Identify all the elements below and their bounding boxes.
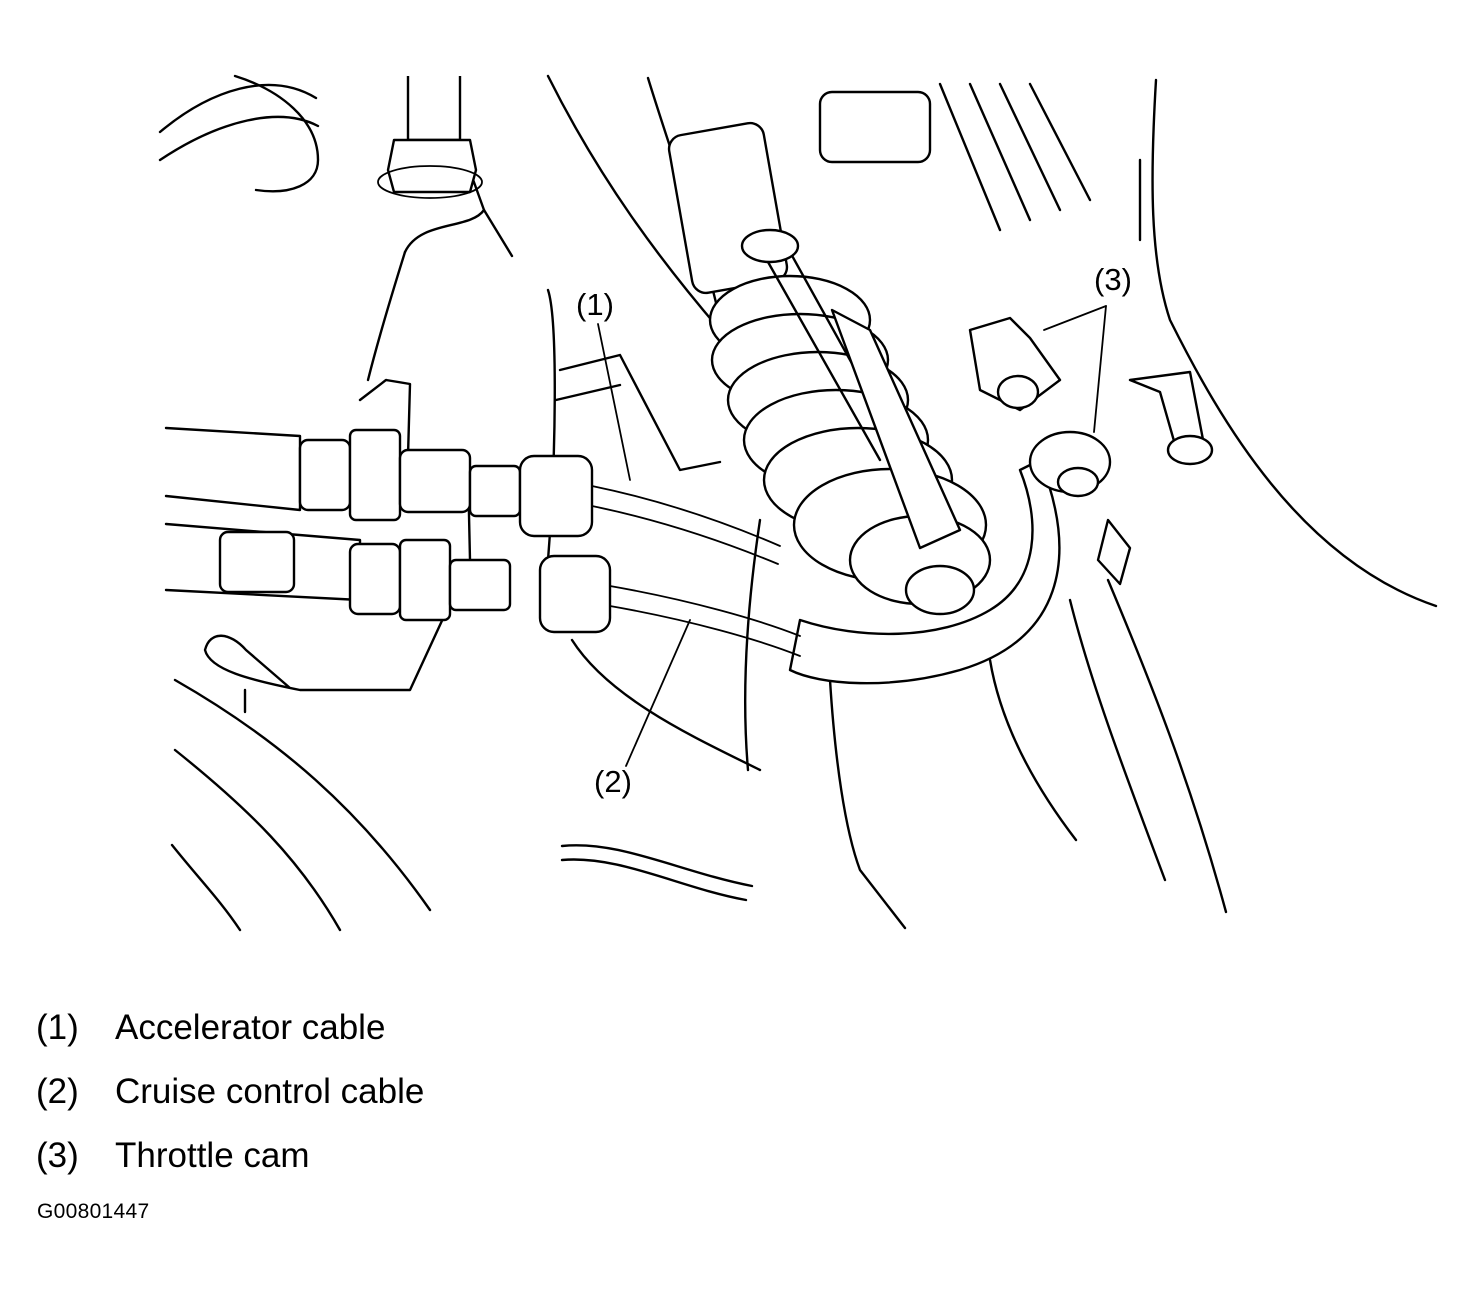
legend-item: (2) Cruise control cable	[36, 1070, 636, 1134]
legend-item-number: (1)	[36, 1008, 79, 1047]
callout-1: (1)	[576, 287, 614, 322]
legend-item: (1) Accelerator cable	[36, 1006, 636, 1070]
cruise-control-cable	[164, 522, 801, 657]
figure-code: G00801447	[37, 1200, 150, 1223]
legend-item-number: (2)	[36, 1072, 79, 1111]
leader-lines	[597, 305, 1107, 767]
legend-item-label: Throttle cam	[115, 1136, 310, 1175]
legend-item: (3) Throttle cam	[36, 1134, 636, 1198]
parts-legend: (1) Accelerator cable (2) Cruise control…	[36, 1006, 636, 1198]
legend-item-label: Cruise control cable	[115, 1072, 425, 1111]
legend-item-label: Accelerator cable	[115, 1008, 386, 1047]
upper-fitting	[377, 76, 483, 199]
callout-3: (3)	[1094, 262, 1132, 297]
accelerator-cable	[164, 426, 781, 565]
throttle-linkage-illustration: (1) (2) (3)	[158, 74, 1438, 932]
callout-2: (2)	[594, 764, 632, 799]
throttle-spring-assembly	[667, 82, 1092, 616]
legend-item-number: (3)	[36, 1136, 79, 1175]
throttle-cam	[788, 316, 1214, 685]
